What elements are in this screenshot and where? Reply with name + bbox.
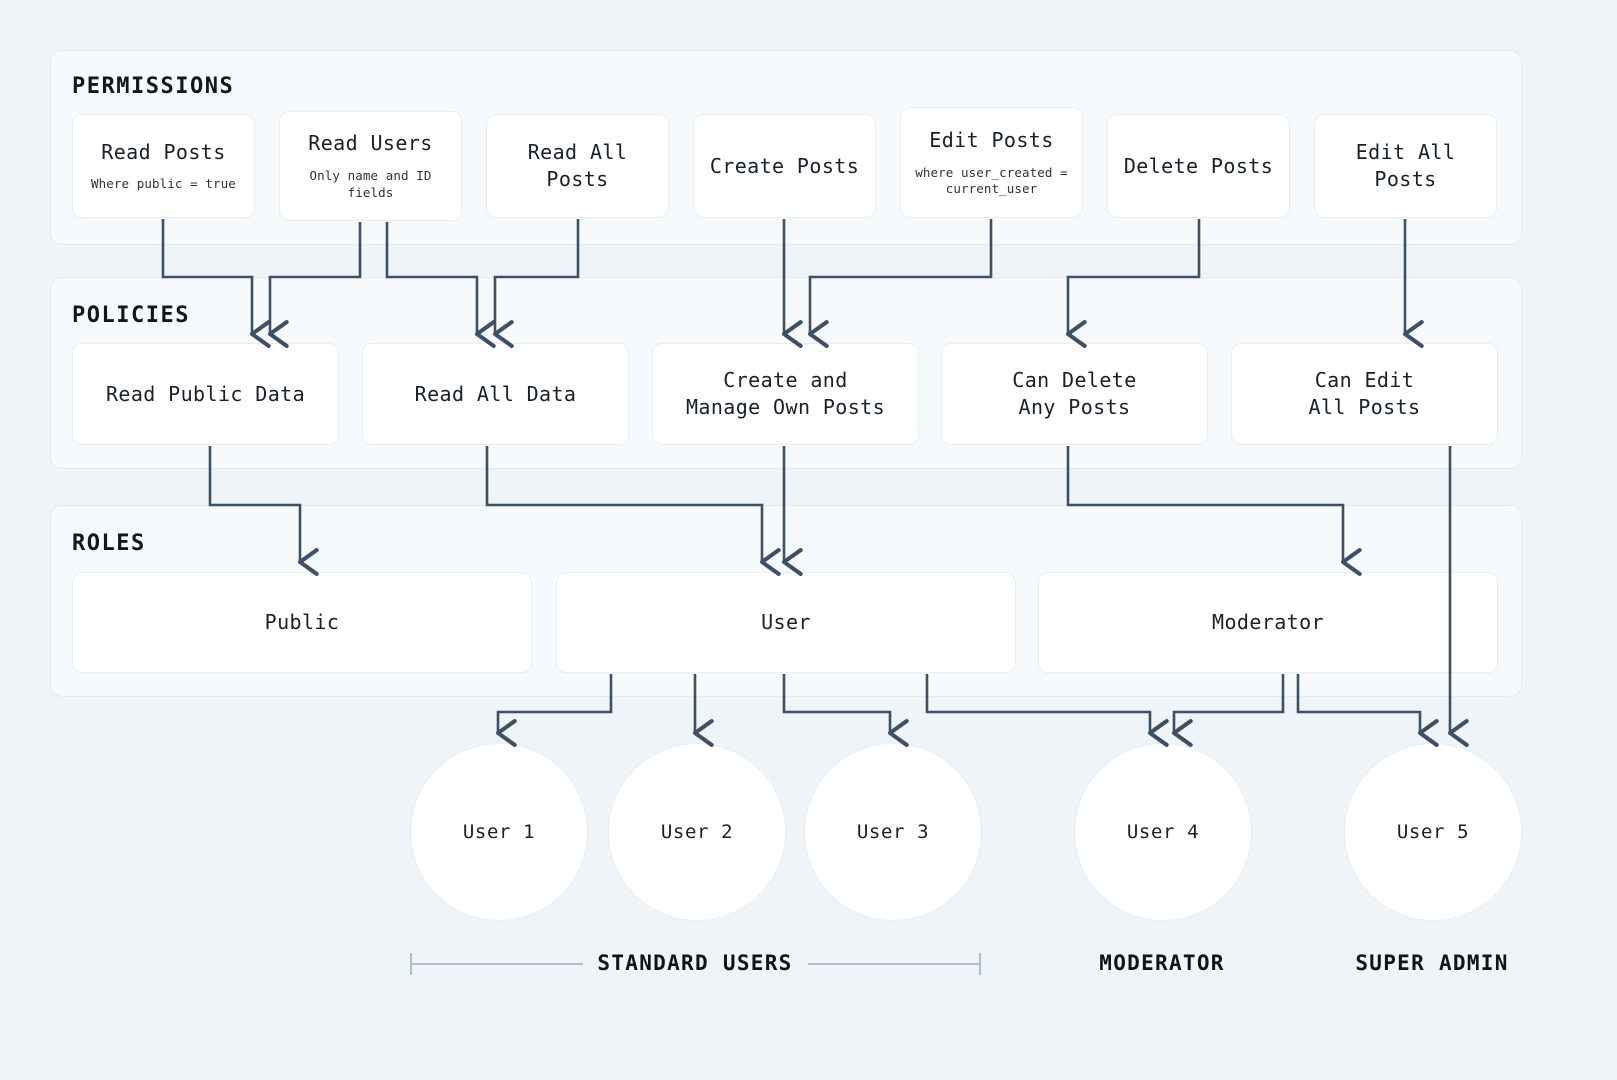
user-label: User 4 (1126, 821, 1200, 843)
role-card-moderator[interactable]: Moderator (1038, 572, 1498, 673)
permission-subtitle: Only name and ID fields (309, 168, 432, 200)
policy-title: Can Edit All Posts (1308, 368, 1421, 419)
policy-card-read-all-data[interactable]: Read All Data (362, 343, 629, 445)
permission-title: Create Posts (709, 153, 860, 178)
policies-title: POLICIES (72, 303, 190, 328)
permission-title: Delete Posts (1123, 153, 1274, 178)
permission-subtitle: Where public = true (91, 176, 236, 192)
permissions-title: PERMISSIONS (72, 74, 235, 99)
permission-title: Edit Posts (929, 127, 1054, 152)
policy-title: Read All Data (414, 381, 577, 406)
permission-title: Read Posts (101, 139, 226, 164)
user-label: User 3 (856, 821, 930, 843)
policy-card-can-delete-any-posts[interactable]: Can Delete Any Posts (941, 343, 1208, 445)
permission-card-read-users[interactable]: Read Users Only name and ID fields (279, 111, 462, 221)
policy-card-can-edit-all-posts[interactable]: Can Edit All Posts (1231, 343, 1498, 445)
policy-title: Create and Manage Own Posts (685, 368, 886, 419)
role-title: Moderator (1212, 610, 1324, 635)
policy-title: Can Delete Any Posts (1012, 368, 1137, 419)
permission-card-read-posts[interactable]: Read Posts Where public = true (72, 114, 255, 218)
permission-title: Read Users (308, 131, 433, 156)
roles-title: ROLES (72, 531, 146, 556)
user-circle-2[interactable]: User 2 (608, 743, 786, 921)
user-circle-5[interactable]: User 5 (1344, 743, 1522, 921)
permission-title: Read All Posts (527, 140, 628, 191)
permission-card-read-all-posts[interactable]: Read All Posts (486, 114, 669, 218)
permission-card-edit-posts[interactable]: Edit Posts where user_created = current_… (900, 107, 1083, 218)
user-label: User 5 (1396, 821, 1470, 843)
user-label: User 2 (660, 821, 734, 843)
role-title: User (761, 610, 811, 635)
policy-card-read-public-data[interactable]: Read Public Data (72, 343, 339, 445)
policy-card-create-manage-own-posts[interactable]: Create and Manage Own Posts (652, 343, 919, 445)
permission-card-create-posts[interactable]: Create Posts (693, 114, 876, 218)
group-label-super-admin: SUPER ADMIN (1355, 951, 1509, 975)
group-label-standard-users: STANDARD USERS (597, 951, 793, 975)
group-label-moderator: MODERATOR (1099, 951, 1225, 975)
user-circle-1[interactable]: User 1 (410, 743, 588, 921)
permission-card-delete-posts[interactable]: Delete Posts (1107, 114, 1290, 218)
user-circle-3[interactable]: User 3 (804, 743, 982, 921)
policy-title: Read Public Data (105, 381, 306, 406)
permission-card-edit-all-posts[interactable]: Edit All Posts (1314, 114, 1497, 218)
permission-title: Edit All Posts (1355, 140, 1456, 191)
role-card-public[interactable]: Public (72, 572, 532, 673)
role-title: Public (264, 610, 340, 635)
permission-subtitle: where user_created = current_user (915, 164, 1068, 197)
user-label: User 1 (462, 821, 536, 843)
role-card-user[interactable]: User (556, 572, 1016, 673)
user-circle-4[interactable]: User 4 (1074, 743, 1252, 921)
